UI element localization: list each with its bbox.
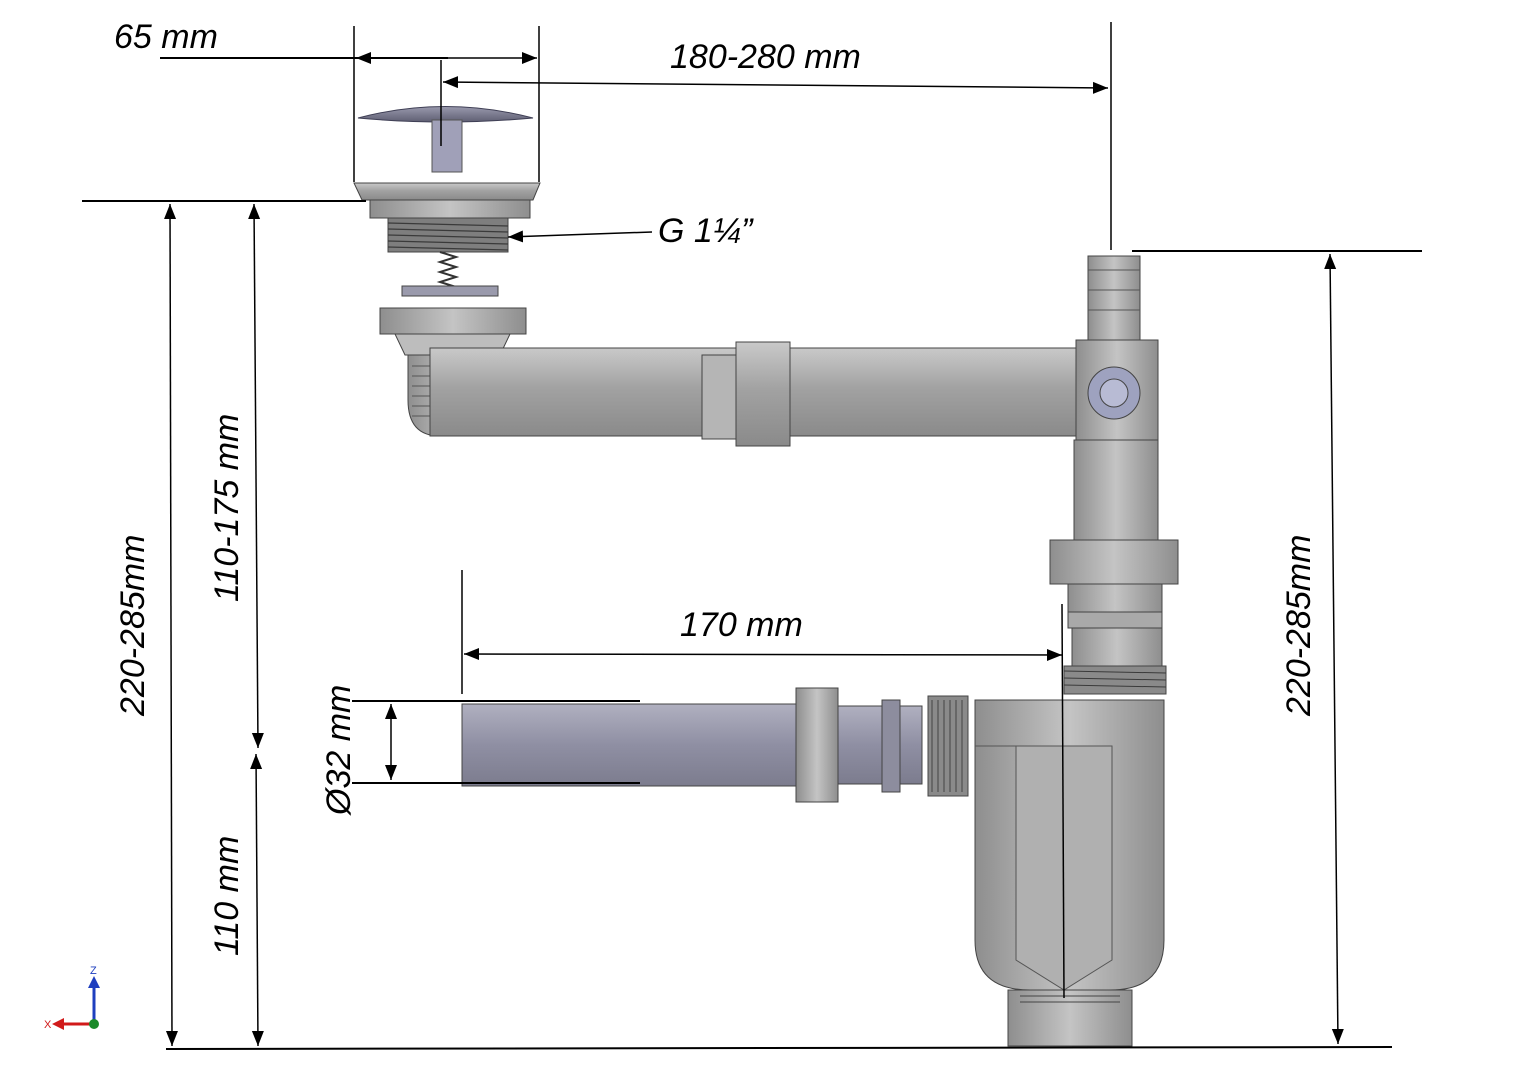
vertical-pipe (1073, 439, 1159, 541)
dim-65mm: 65 mm (114, 18, 218, 56)
axis-z-label: Z (90, 965, 97, 977)
axis-triad: Z X (44, 965, 100, 1031)
dim-170mm: 170 mm (680, 606, 803, 644)
side-inlet-thread (927, 695, 969, 797)
dim-left-220-285mm: 220-285mm (114, 535, 152, 717)
dim-diameter-32mm: Ø32 mm (320, 685, 358, 816)
thread-g114 (387, 217, 509, 253)
outlet-pipe (461, 703, 803, 787)
dimension-lines (82, 22, 1422, 1050)
bottle-thread (1063, 665, 1167, 695)
dim-left-110-175mm: 110-175 mm (208, 414, 246, 602)
upper-nut (1049, 539, 1179, 585)
axis-x-label: X (44, 1019, 52, 1031)
dishwasher-nozzle (1087, 255, 1141, 349)
bottom-nut (1007, 989, 1133, 1047)
popup-cap (357, 106, 534, 123)
dim-thread-g114: G 1¼” (658, 212, 754, 250)
popup-stem (431, 119, 463, 173)
siphon-body (353, 106, 1179, 1047)
dim-left-110mm: 110 mm (208, 836, 246, 956)
dim-right-220-285mm: 220-285mm (1280, 535, 1318, 717)
drain-flange (353, 182, 541, 201)
lock-nut (379, 307, 527, 335)
spring (436, 251, 460, 288)
pipe-coupling (735, 341, 791, 447)
dim-180-280mm: 180-280 mm (670, 38, 861, 76)
